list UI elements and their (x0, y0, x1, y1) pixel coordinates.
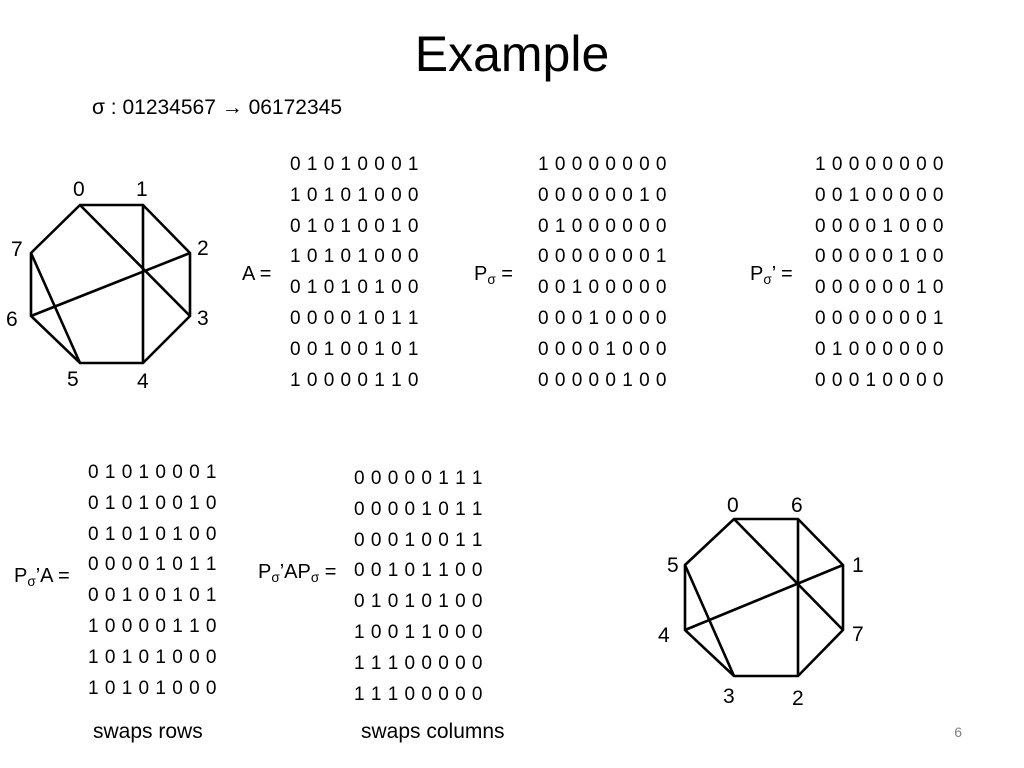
matrix-pt-a-row: 0 0 1 0 0 1 0 1 (88, 585, 217, 607)
page-number: 6 (954, 724, 962, 740)
original-graph-vertex-label-6: 6 (6, 308, 18, 331)
swaps-columns-caption: swaps columns (361, 720, 505, 743)
matrix-a-row: 1 0 0 0 0 1 1 0 (290, 369, 419, 391)
matrix-p-transpose-row: 0 0 0 1 0 0 0 0 (815, 369, 944, 391)
matrix-a-row: 0 1 0 1 0 0 1 0 (290, 215, 419, 237)
permuted-graph-edge-1-4 (684, 563, 844, 632)
matrix-p-transpose: 1 0 0 0 0 0 0 0 0 0 1 0 0 0 0 0 0 0 0 0 … (815, 150, 944, 396)
matrix-pt-a-p-row: 0 0 1 0 1 1 0 0 (354, 560, 483, 582)
matrix-p-row: 0 0 0 0 0 0 1 0 (538, 184, 667, 206)
matrix-pt-a-p-row: 1 1 1 0 0 0 0 0 (354, 683, 483, 705)
matrix-p-row: 0 0 1 0 0 0 0 0 (538, 277, 667, 299)
matrix-p-transpose-row: 0 0 0 0 0 1 0 0 (815, 246, 944, 268)
matrix-a-row: 1 0 1 0 1 0 0 0 (290, 246, 419, 268)
permuted-graph-vertex-label-0: 0 (727, 494, 739, 517)
matrix-pt-a-row: 0 0 0 0 1 0 1 1 (88, 554, 217, 576)
permuted-graph-vertex-label-1: 1 (852, 554, 864, 577)
matrix-p-label: Pσ = (474, 263, 513, 288)
matrix-a: 0 1 0 1 0 0 0 1 1 0 1 0 1 0 0 0 0 1 0 1 … (290, 150, 419, 396)
matrix-pt-a-row: 0 1 0 1 0 0 0 1 (88, 462, 217, 483)
matrix-pt-a-p-row: 1 0 0 1 1 0 0 0 (354, 621, 483, 643)
original-graph-edge-2-6 (30, 251, 191, 318)
matrix-p-transpose-row: 0 0 0 0 0 0 1 0 (815, 277, 944, 299)
original-graph-edge-0-3 (79, 204, 191, 317)
matrix-pt-a-p-row: 0 0 0 0 1 0 1 1 (354, 498, 483, 520)
original-graph-vertex-label-5: 5 (67, 368, 79, 391)
original-graph: 0 1 2 3 4 5 6 7 (6, 178, 209, 393)
matrix-p-transpose-label: Pσ’ = (750, 263, 793, 288)
permuted-graph-edge-0-7 (733, 518, 844, 631)
original-graph-vertex-label-3: 3 (197, 307, 209, 330)
matrix-p-transpose-row: 1 0 0 0 0 0 0 0 (815, 154, 944, 175)
matrix-pt-a-p: 0 0 0 0 0 1 1 1 0 0 0 0 1 0 1 1 0 0 0 1 … (354, 464, 483, 710)
original-graph-vertex-label-0: 0 (73, 178, 85, 201)
matrix-a-label: A = (242, 263, 272, 285)
matrix-pt-a-p-row: 0 0 0 1 0 0 1 1 (354, 529, 483, 551)
matrix-pt-a-p-row: 1 1 1 0 0 0 0 0 (354, 652, 483, 674)
slide-title: Example (414, 26, 610, 82)
matrix-pt-a-p-row: 0 1 0 1 0 1 0 0 (354, 591, 483, 613)
matrix-pt-a-label: Pσ’A = (14, 565, 70, 590)
original-graph-vertex-label-4: 4 (137, 370, 149, 393)
matrix-p: 1 0 0 0 0 0 0 0 0 0 0 0 0 0 1 0 0 1 0 0 … (538, 150, 667, 396)
original-graph-vertex-label-2: 2 (197, 237, 209, 260)
matrix-pt-a-row: 1 0 0 0 0 1 1 0 (88, 615, 217, 637)
matrix-p-transpose-row: 0 0 1 0 0 0 0 0 (815, 184, 944, 206)
matrix-pt-a-row: 0 1 0 1 0 0 1 0 (88, 492, 217, 514)
matrix-p-transpose-row: 0 0 0 0 0 0 0 1 (815, 307, 944, 329)
permuted-graph-vertex-label-6: 6 (791, 494, 803, 517)
matrix-p-row: 0 1 0 0 0 0 0 0 (538, 215, 667, 237)
original-graph-vertex-label-7: 7 (11, 238, 23, 261)
matrix-a-row: 0 0 1 0 0 1 0 1 (290, 338, 419, 360)
original-graph-edge-5-7 (29, 252, 82, 364)
swaps-rows-caption: swaps rows (93, 720, 203, 743)
matrix-a-row: 0 0 0 0 1 0 1 1 (290, 307, 419, 329)
permuted-graph-vertex-label-3: 3 (723, 685, 735, 708)
matrix-p-row: 0 0 0 1 0 0 0 0 (538, 307, 667, 329)
permutation-definition: σ : 01234567 → 06172345 (92, 96, 343, 119)
matrix-p-row: 0 0 0 0 1 0 0 0 (538, 338, 667, 360)
matrix-pt-a-row: 0 1 0 1 0 1 0 0 (88, 523, 217, 545)
matrix-p-transpose-row: 0 1 0 0 0 0 0 0 (815, 338, 944, 360)
matrix-p-row: 1 0 0 0 0 0 0 0 (538, 154, 667, 175)
permuted-graph-vertex-label-2: 2 (792, 687, 804, 710)
matrix-a-row: 0 1 0 1 0 1 0 0 (290, 277, 419, 299)
matrix-pt-a-p-label: Pσ’APσ = (258, 561, 337, 586)
permuted-graph-vertex-label-7: 7 (852, 623, 864, 646)
matrix-p-transpose-row: 0 0 0 0 1 0 0 0 (815, 215, 944, 237)
matrix-a-row: 0 1 0 1 0 0 0 1 (290, 154, 419, 175)
permuted-graph-vertex-label-4: 4 (658, 624, 670, 647)
permuted-graph-edge-3-5 (683, 564, 736, 677)
permuted-graph-vertex-label-5: 5 (667, 554, 679, 577)
matrix-a-row: 1 0 1 0 1 0 0 0 (290, 184, 419, 206)
matrix-pt-a-row: 1 0 1 0 1 0 0 0 (88, 646, 217, 668)
matrix-p-row: 0 0 0 0 0 1 0 0 (538, 369, 667, 391)
matrix-p-row: 0 0 0 0 0 0 0 1 (538, 246, 667, 268)
matrix-pt-a-row: 1 0 1 0 1 0 0 0 (88, 677, 217, 699)
permuted-graph: 0 6 1 7 2 3 4 5 (658, 494, 864, 710)
matrix-pt-a: 0 1 0 1 0 0 0 1 0 1 0 1 0 0 1 0 0 1 0 1 … (88, 458, 217, 704)
matrix-pt-a-p-row: 0 0 0 0 0 1 1 1 (354, 468, 483, 489)
original-graph-vertex-label-1: 1 (136, 178, 148, 201)
